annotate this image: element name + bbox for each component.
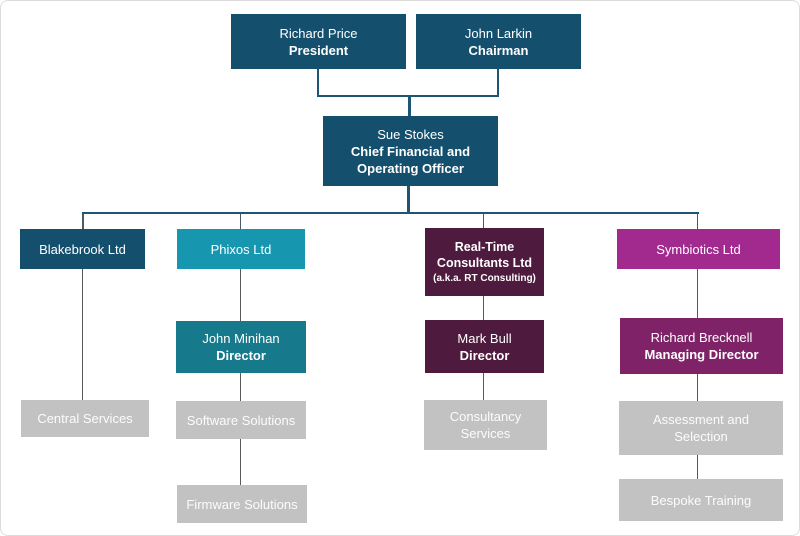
org-node-president: Richard Price President bbox=[231, 14, 406, 69]
person-name: Mark Bull bbox=[457, 330, 512, 346]
org-node-software-solutions: Software Solutions bbox=[176, 401, 306, 439]
person-role: Director bbox=[216, 348, 266, 363]
person-role: President bbox=[288, 42, 349, 58]
connector-president-down bbox=[317, 69, 319, 97]
unit-label: Consultancy Services bbox=[449, 409, 522, 441]
company-name: Blakebrook Ltd bbox=[39, 241, 126, 257]
unit-label: Software Solutions bbox=[186, 412, 296, 428]
connector-minihan-software bbox=[240, 373, 241, 401]
org-node-bespoke-training: Bespoke Training bbox=[619, 479, 783, 521]
unit-label: Firmware Solutions bbox=[186, 496, 298, 512]
connector-phixos-minihan bbox=[240, 269, 241, 321]
unit-label: Central Services bbox=[37, 411, 133, 426]
connector-markbull-consultancy bbox=[483, 373, 484, 400]
person-name: John Larkin bbox=[464, 25, 533, 41]
connector-from-cfo bbox=[407, 186, 410, 214]
person-role: Managing Director bbox=[644, 347, 759, 362]
org-node-central-services: Central Services bbox=[21, 400, 149, 437]
connector-chairman-down bbox=[497, 69, 499, 97]
org-node-blakebrook: Blakebrook Ltd bbox=[20, 229, 145, 269]
org-node-realtime: Real-Time Consultants Ltd (a.k.a. RT Con… bbox=[425, 228, 544, 296]
connector-stub-blakebrook bbox=[82, 214, 84, 229]
org-node-assessment-selection: Assessment and Selection bbox=[619, 401, 783, 455]
person-role: Chief Financial and Operating Officer bbox=[350, 143, 471, 176]
org-node-chairman: John Larkin Chairman bbox=[416, 14, 581, 69]
connector-stub-realtime bbox=[483, 214, 484, 228]
person-name: Sue Stokes bbox=[377, 126, 444, 142]
org-node-markbull: Mark Bull Director bbox=[425, 320, 544, 373]
connector-software-firmware bbox=[240, 439, 241, 485]
connector-main-horizontal bbox=[82, 212, 699, 214]
person-name: Richard Price bbox=[279, 25, 358, 41]
org-node-phixos: Phixos Ltd bbox=[177, 229, 305, 269]
org-node-symbiotics: Symbiotics Ltd bbox=[617, 229, 780, 269]
connector-stub-symbiotics bbox=[697, 214, 698, 229]
company-alias: (a.k.a. RT Consulting) bbox=[433, 273, 536, 284]
org-node-brecknell: Richard Brecknell Managing Director bbox=[620, 318, 783, 374]
connector-assessment-bespoke bbox=[697, 455, 698, 479]
connector-symbiotics-brecknell bbox=[697, 269, 698, 318]
company-name: Symbiotics Ltd bbox=[656, 241, 741, 257]
connector-brecknell-assessment bbox=[697, 374, 698, 401]
org-node-cfo: Sue Stokes Chief Financial and Operating… bbox=[323, 116, 498, 186]
org-node-firmware-solutions: Firmware Solutions bbox=[177, 485, 307, 523]
person-role: Chairman bbox=[468, 42, 529, 58]
unit-label: Assessment and Selection bbox=[652, 412, 750, 444]
unit-label: Bespoke Training bbox=[650, 492, 752, 508]
connector-blakebrook-central bbox=[82, 269, 83, 400]
company-name: Real-Time Consultants Ltd bbox=[436, 240, 533, 270]
org-node-consultancy-services: Consultancy Services bbox=[424, 400, 547, 450]
connector-realtime-markbull bbox=[483, 296, 484, 320]
company-name: Phixos Ltd bbox=[210, 241, 272, 257]
person-name: John Minihan bbox=[202, 331, 280, 346]
connector-stub-phixos bbox=[240, 214, 241, 229]
connector-to-cfo bbox=[408, 95, 411, 116]
org-node-minihan: John Minihan Director bbox=[176, 321, 306, 373]
person-role: Director bbox=[459, 347, 510, 363]
person-name: Richard Brecknell bbox=[650, 330, 753, 345]
